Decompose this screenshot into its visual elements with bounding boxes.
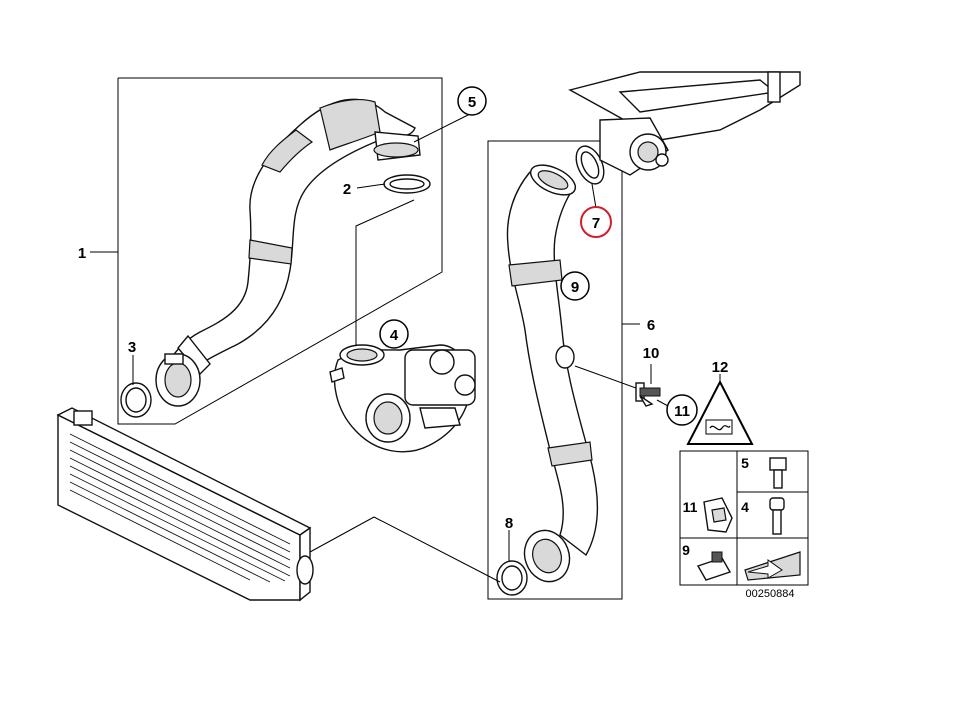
callout-1[interactable]: 1: [78, 245, 86, 262]
intercooler: [56, 407, 314, 602]
svg-text:3: 3: [128, 339, 136, 356]
seal-ring-8: [496, 560, 528, 596]
bolt-5-icon: [769, 457, 787, 489]
svg-text:11: 11: [674, 403, 690, 420]
clip-11-icon: [703, 497, 733, 533]
legend-label-5: 5: [741, 455, 749, 471]
legend-label-9: 9: [682, 542, 690, 558]
intake-manifold: [568, 71, 801, 176]
callout-12[interactable]: 12: [712, 359, 729, 376]
callout-6[interactable]: 6: [647, 317, 655, 334]
svg-text:5: 5: [468, 94, 476, 111]
svg-text:4: 4: [390, 327, 399, 344]
sensor: [635, 382, 661, 407]
svg-text:9: 9: [571, 279, 579, 296]
svg-text:8: 8: [505, 515, 513, 532]
callout-3[interactable]: 3: [128, 339, 136, 356]
callout-4[interactable]: 4: [379, 319, 409, 349]
lower-charge-hose: [506, 164, 599, 583]
group-box-1: [90, 77, 443, 425]
callout-8[interactable]: 8: [505, 515, 513, 532]
svg-text:2: 2: [343, 181, 351, 198]
svg-text:1: 1: [78, 245, 86, 262]
seal-ring-7: [575, 145, 605, 185]
svg-text:10: 10: [643, 345, 660, 362]
clip-nut-9-icon: [696, 551, 732, 581]
turbocharger: [329, 344, 476, 453]
arrow-shim-icon: [744, 551, 801, 581]
callout-9[interactable]: 9: [560, 271, 590, 301]
svg-text:12: 12: [712, 359, 729, 376]
legend-label-4: 4: [741, 499, 749, 515]
callout-10[interactable]: 10: [643, 345, 660, 362]
group-box-6: [487, 140, 640, 600]
diagram-id: 00250884: [746, 588, 795, 600]
callout-5[interactable]: 5: [457, 86, 487, 116]
seal-ring-2: [383, 174, 431, 194]
seal-ring-3: [120, 382, 152, 418]
legend-label-11: 11: [683, 499, 698, 515]
leader-lines: [132, 113, 597, 561]
intercooler-fins: [69, 433, 291, 583]
fastener-legend: [679, 450, 809, 586]
svg-text:6: 6: [647, 317, 655, 334]
svg-text:7: 7: [592, 215, 600, 232]
hose-clamp-lower: [155, 353, 201, 407]
callout-2[interactable]: 2: [343, 181, 351, 198]
bolt-4-icon: [769, 497, 785, 535]
warning-label-icon: [686, 379, 754, 445]
callout-7-highlighted[interactable]: 7: [580, 206, 612, 238]
callout-11[interactable]: 11: [666, 394, 698, 426]
